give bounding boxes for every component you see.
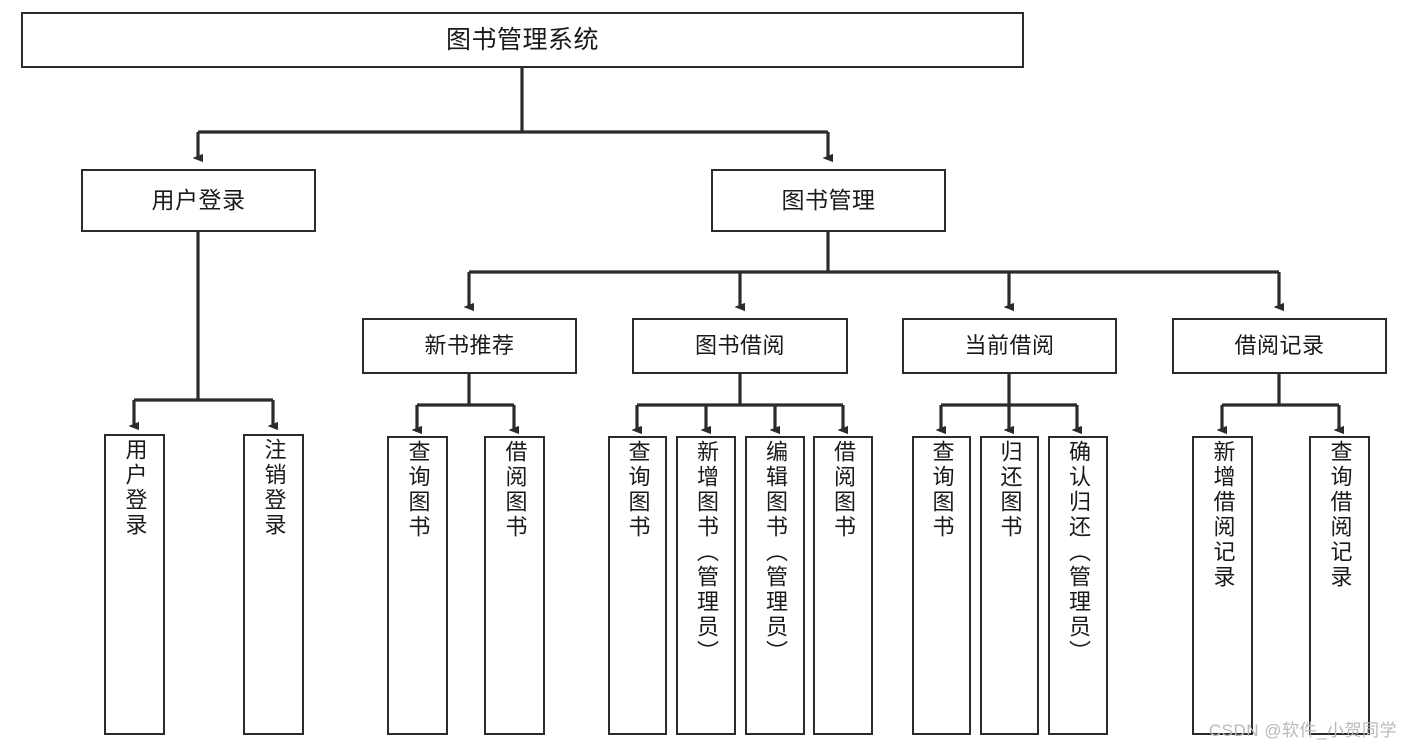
node-leaf-query-book-1[interactable]: 查询图书	[387, 436, 448, 735]
node-leaf-logout-label: 注销登录	[261, 438, 287, 538]
node-leaf-return-book-label: 归还图书	[997, 440, 1023, 540]
node-leaf-query-book-2-label: 查询图书	[625, 440, 651, 540]
node-leaf-borrow-book-1-label: 借阅图书	[502, 440, 528, 540]
node-book-manage-label: 图书管理	[781, 187, 876, 214]
node-root[interactable]: 图书管理系统	[21, 12, 1024, 68]
node-leaf-add-book[interactable]: 新增图书（管理员）	[676, 436, 736, 735]
node-leaf-borrow-book-1[interactable]: 借阅图书	[484, 436, 545, 735]
node-book-borrow[interactable]: 图书借阅	[632, 318, 848, 374]
node-new-book-recommend[interactable]: 新书推荐	[362, 318, 577, 374]
node-leaf-user-login-label: 用户登录	[122, 438, 148, 538]
node-leaf-query-book-1-label: 查询图书	[405, 440, 431, 540]
node-leaf-confirm-return[interactable]: 确认归还（管理员）	[1048, 436, 1108, 735]
node-leaf-query-book-3-label: 查询图书	[929, 440, 955, 540]
node-user-login[interactable]: 用户登录	[81, 169, 316, 232]
node-new-book-recommend-label: 新书推荐	[424, 333, 515, 359]
node-leaf-query-book-2[interactable]: 查询图书	[608, 436, 667, 735]
node-leaf-borrow-book-2[interactable]: 借阅图书	[813, 436, 873, 735]
node-leaf-return-book[interactable]: 归还图书	[980, 436, 1039, 735]
node-root-label: 图书管理系统	[445, 25, 599, 54]
node-book-manage[interactable]: 图书管理	[711, 169, 946, 232]
node-current-borrow-label: 当前借阅	[964, 333, 1055, 359]
node-leaf-borrow-book-2-label: 借阅图书	[831, 440, 856, 540]
node-leaf-edit-book-label: 编辑图书（管理员）	[763, 440, 788, 665]
node-borrow-record-label: 借阅记录	[1234, 333, 1325, 359]
node-leaf-logout[interactable]: 注销登录	[243, 434, 304, 735]
node-book-borrow-label: 图书借阅	[694, 333, 785, 359]
node-leaf-add-record-label: 新增借阅记录	[1210, 440, 1236, 590]
node-user-login-label: 用户登录	[151, 187, 246, 214]
node-current-borrow[interactable]: 当前借阅	[902, 318, 1117, 374]
node-leaf-confirm-return-label: 确认归还（管理员）	[1066, 440, 1091, 665]
node-borrow-record[interactable]: 借阅记录	[1172, 318, 1387, 374]
node-leaf-add-record[interactable]: 新增借阅记录	[1192, 436, 1253, 735]
node-leaf-edit-book[interactable]: 编辑图书（管理员）	[745, 436, 805, 735]
node-leaf-query-record-label: 查询借阅记录	[1327, 440, 1353, 590]
node-leaf-query-book-3[interactable]: 查询图书	[912, 436, 971, 735]
node-leaf-add-book-label: 新增图书（管理员）	[694, 440, 719, 665]
watermark-text: CSDN @软件_小贺同学	[1208, 721, 1397, 740]
node-leaf-user-login[interactable]: 用户登录	[104, 434, 165, 735]
node-leaf-query-record[interactable]: 查询借阅记录	[1309, 436, 1370, 735]
